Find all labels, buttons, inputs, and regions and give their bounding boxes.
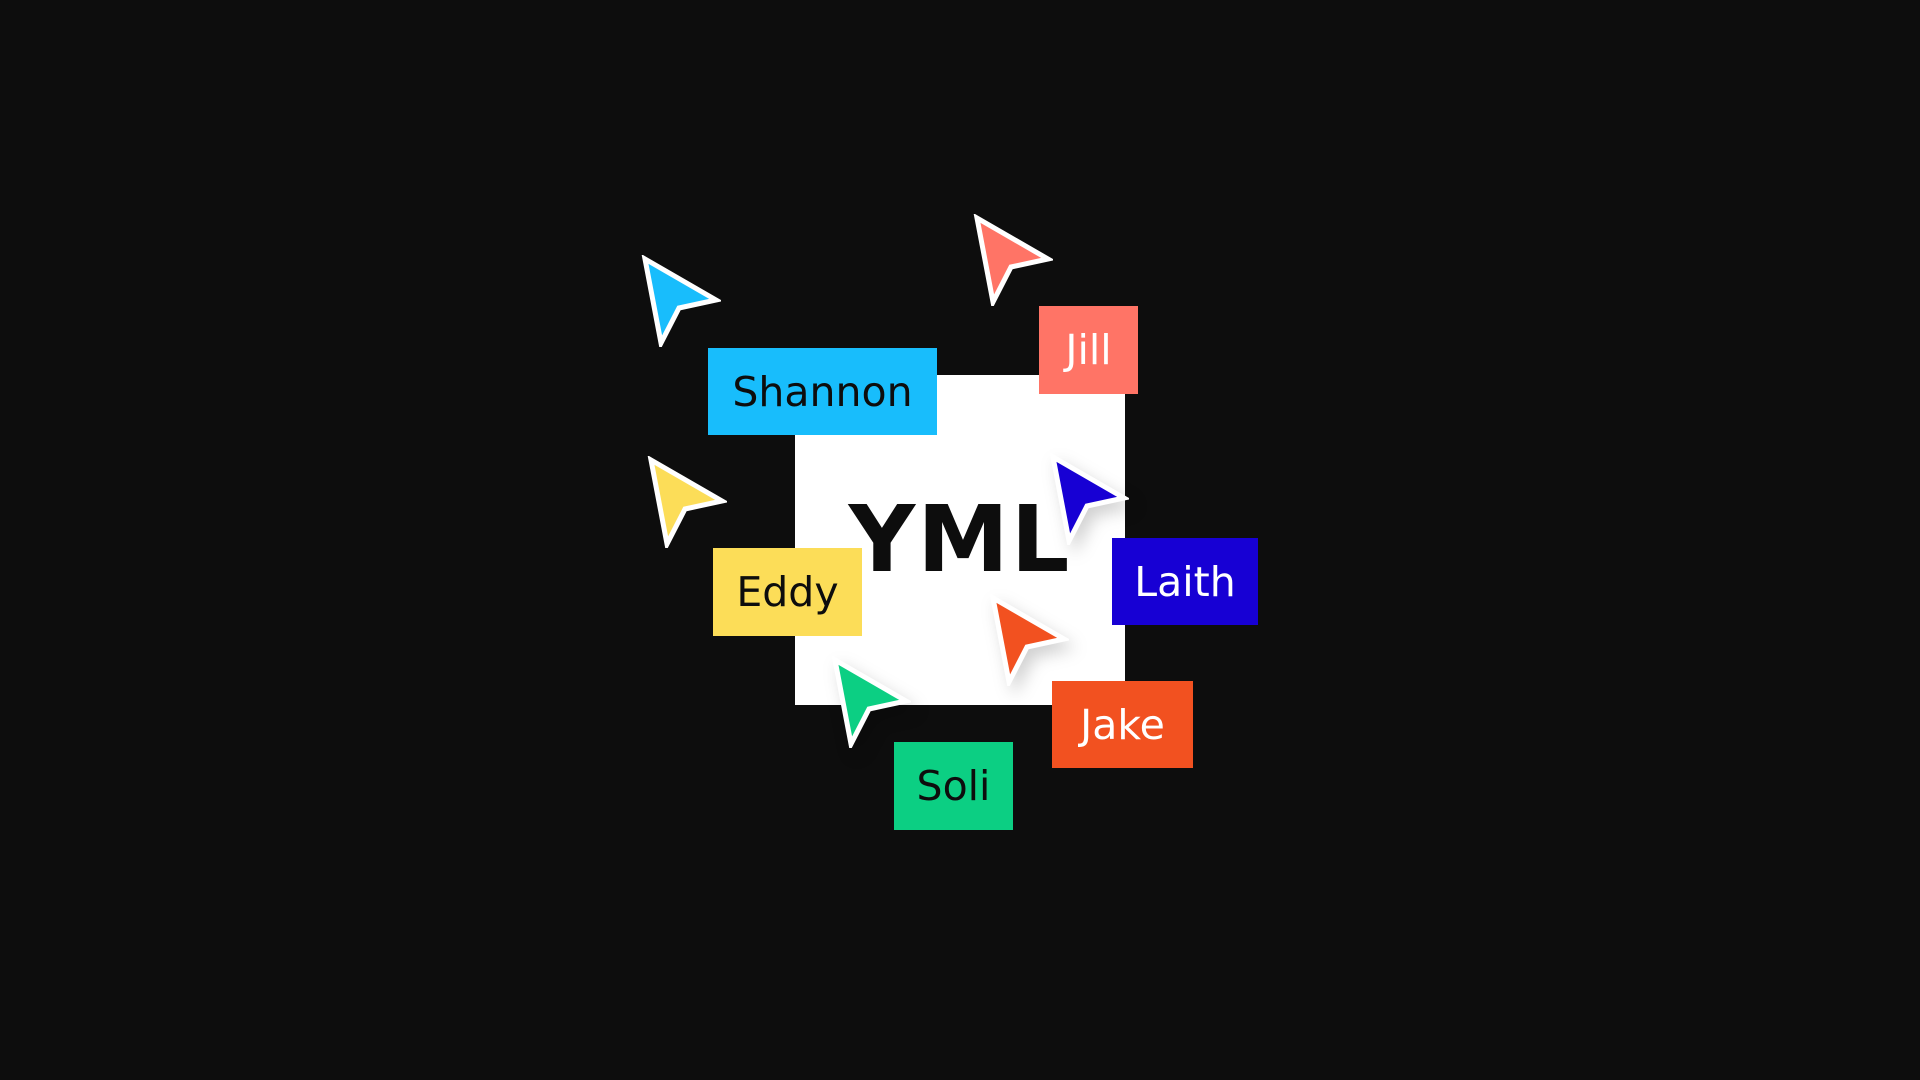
eddy-cursor-icon xyxy=(647,456,727,548)
collaborator-tag-shannon: Shannon xyxy=(708,348,937,435)
logo-text: YML xyxy=(848,486,1072,593)
collaborator-tag-jake: Jake xyxy=(1052,681,1193,768)
collaborator-tag-soli: Soli xyxy=(894,742,1013,830)
collaborator-tag-jill: Jill xyxy=(1039,306,1138,394)
jill-cursor-icon xyxy=(973,214,1053,306)
collaborator-name: Laith xyxy=(1134,557,1236,606)
collaborator-name: Eddy xyxy=(736,568,839,616)
collaborator-tag-eddy: Eddy xyxy=(713,548,862,636)
collaborator-name: Jake xyxy=(1080,700,1165,749)
jake-cursor-icon xyxy=(989,594,1069,686)
shannon-cursor-icon xyxy=(641,255,721,347)
laith-cursor-icon xyxy=(1049,453,1129,545)
collaborator-name: Shannon xyxy=(732,367,913,416)
soli-cursor-icon xyxy=(831,656,911,748)
collaborator-tag-laith: Laith xyxy=(1112,538,1258,625)
collaborator-name: Jill xyxy=(1065,326,1112,374)
collaborator-name: Soli xyxy=(916,762,991,810)
